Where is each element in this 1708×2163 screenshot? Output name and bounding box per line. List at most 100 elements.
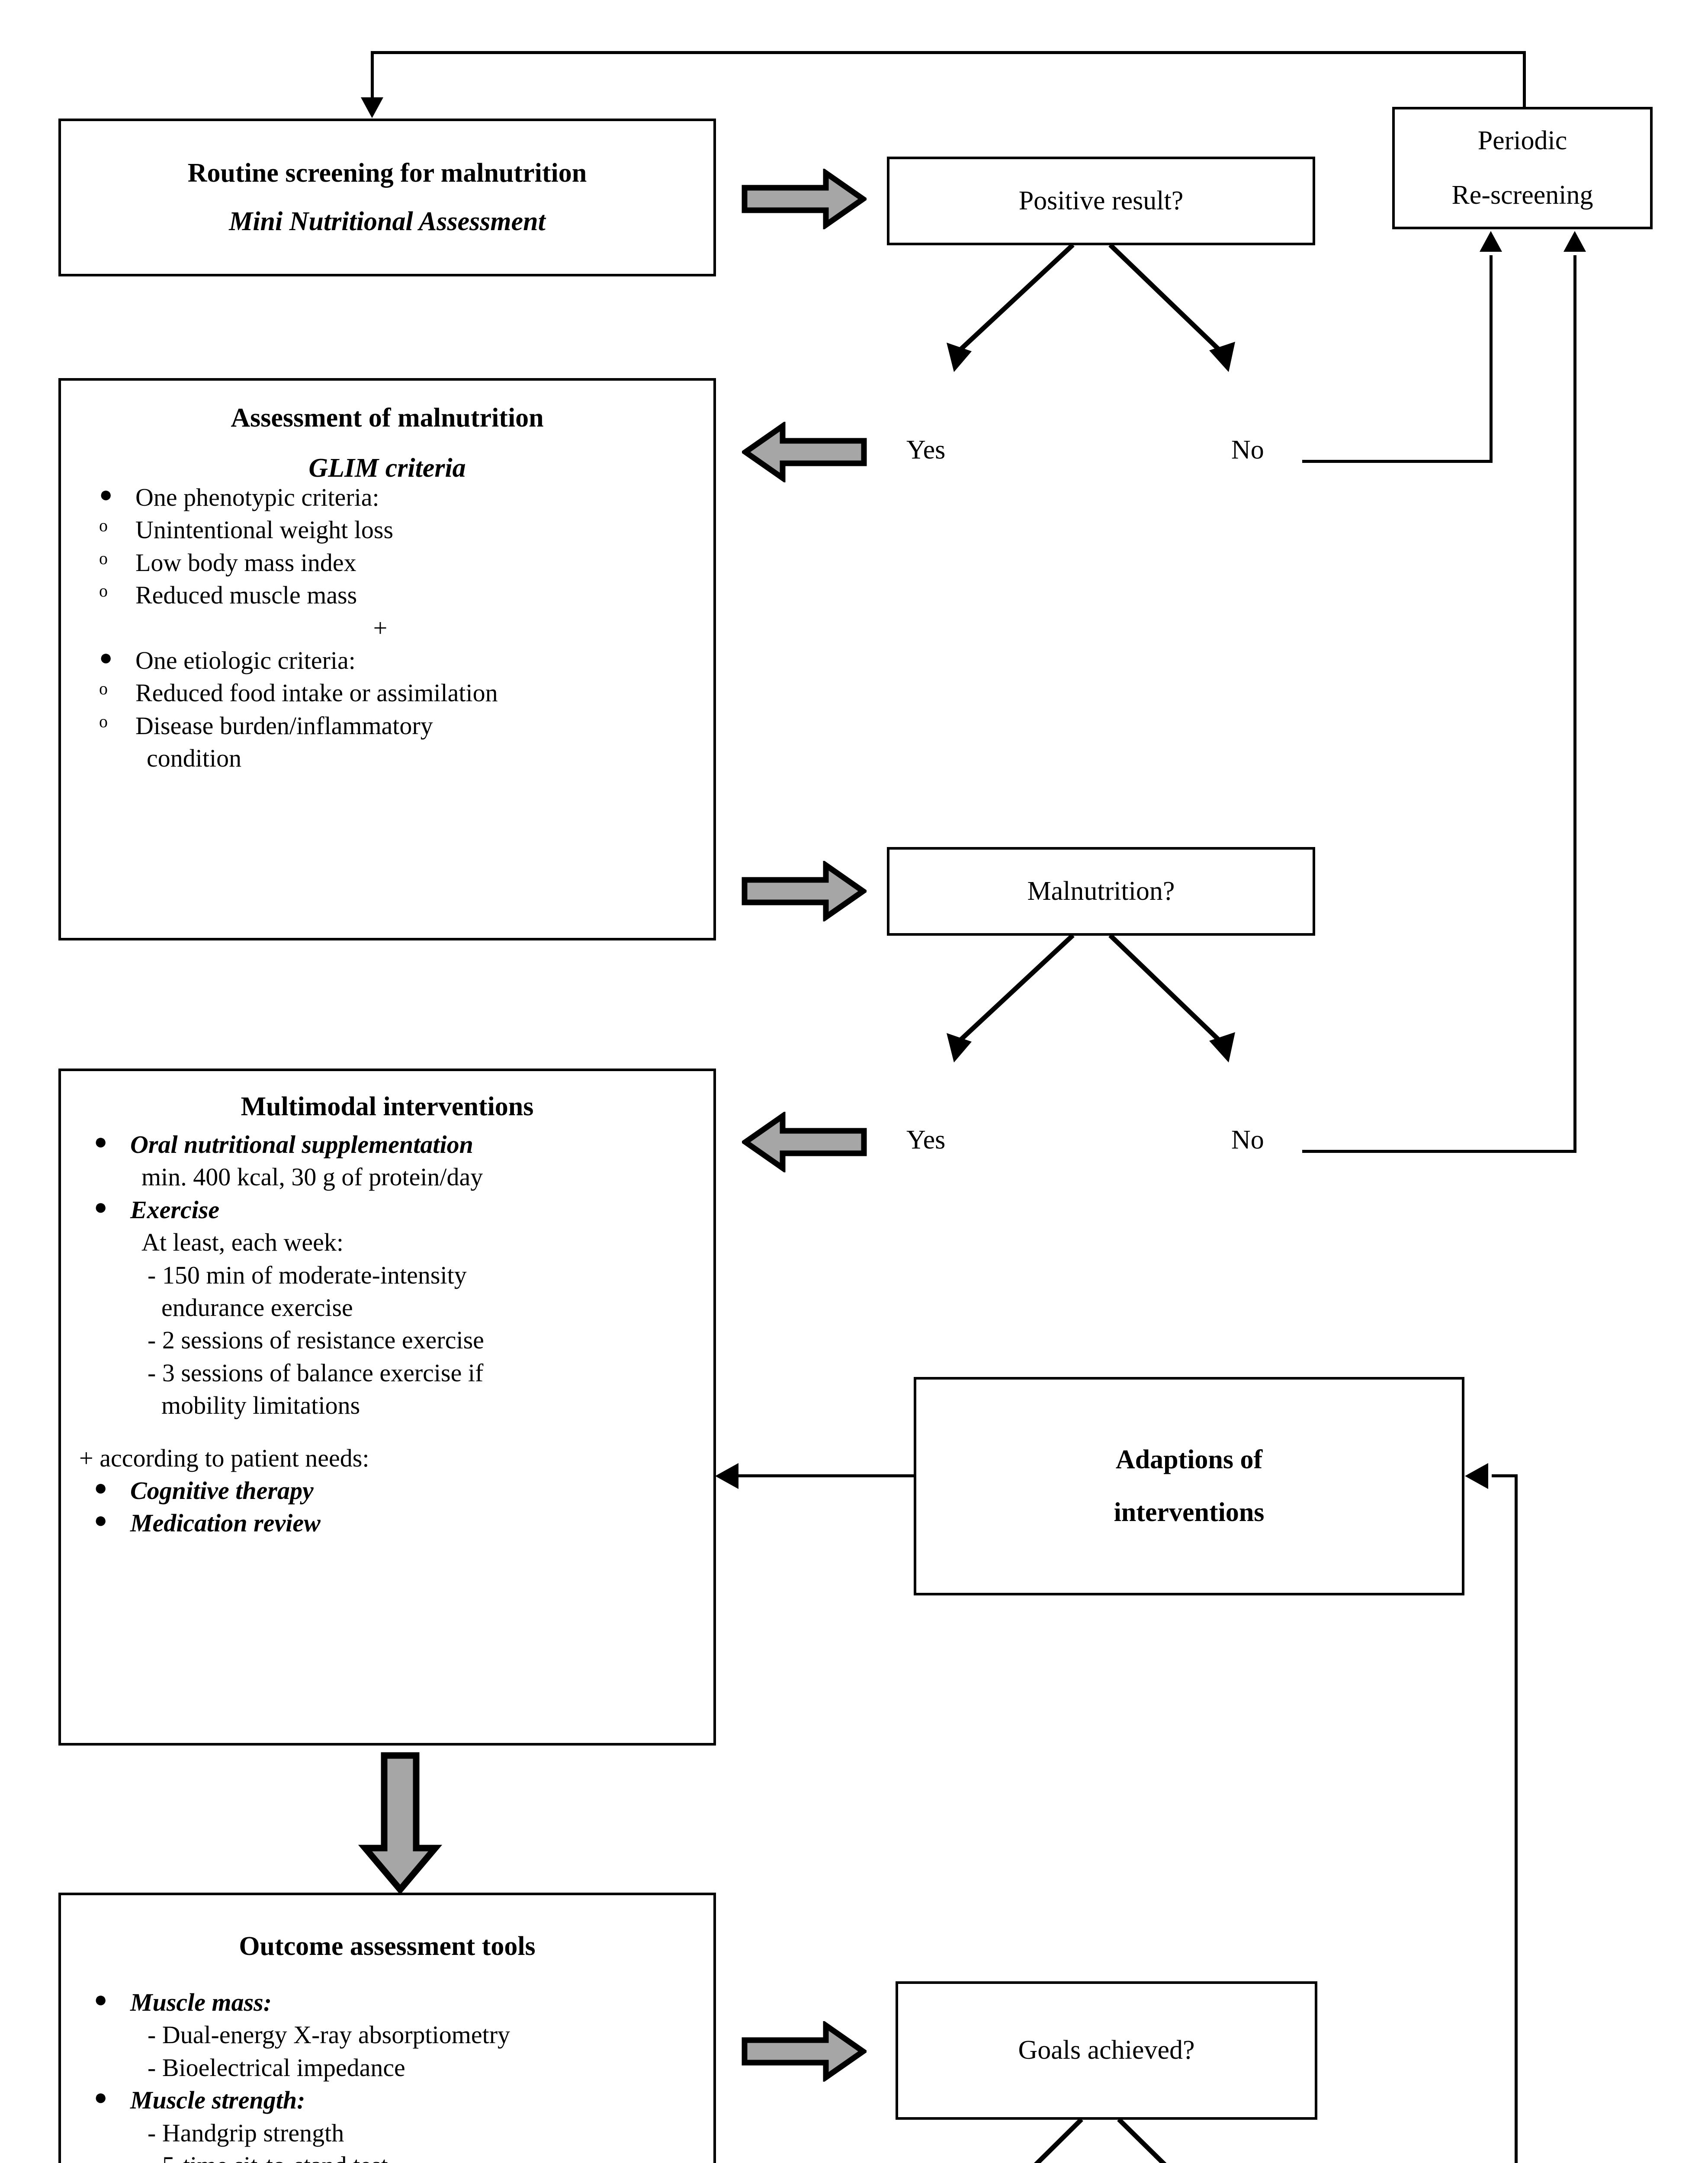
list-item-label: mobility limitations (161, 1391, 360, 1420)
periodic-inbound-right-vertical-line (1573, 255, 1576, 1153)
gray-arrow-interventions-to-outcome-icon (358, 1752, 443, 1895)
box-periodic-rescreening: Periodic Re-screening (1392, 107, 1653, 229)
list-item: ● One phenotypic criteria: (99, 481, 703, 513)
list-item: + (135, 612, 703, 644)
list-item: - 2 sessions of resistance exercise (130, 1324, 706, 1356)
list-item-label: One phenotypic criteria: (135, 483, 379, 511)
screening-subtitle: Mini Nutritional Assessment (229, 206, 546, 236)
periodic-inbound-arrowhead-left-icon (1480, 231, 1502, 252)
positive-result-label: Positive result? (1018, 186, 1184, 215)
list-item-label: Oral nutritional supplementation (130, 1130, 473, 1159)
list-item: ●Cognitive therapy (94, 1474, 706, 1507)
adaptions-to-interventions-line (738, 1474, 915, 1477)
box-multimodal-interventions: Multimodal interventions ● Oral nutrition… (58, 1069, 716, 1746)
box-outcome-assessment-tools: Outcome assessment tools ● Muscle mass: - … (58, 1893, 716, 2163)
malnutrition-branch-arrows (947, 933, 1235, 1062)
list-item-label: Low body mass index (135, 548, 356, 577)
goals-no-into-adaptions-line (1492, 1474, 1518, 1477)
list-item: + according to patient needs: (79, 1442, 706, 1474)
positive-result-branch-arrows (947, 243, 1235, 372)
gray-arrow-assessment-to-malnutrition-icon (742, 861, 867, 921)
gray-arrow-outcome-to-goals-icon (742, 2021, 867, 2082)
list-item: ● Medication review (94, 1507, 706, 1539)
bullet-icon: ● (94, 1987, 108, 2012)
assessment-title: Assessment of malnutrition (231, 403, 544, 433)
outcome-title: Outcome assessment tools (239, 1932, 536, 1961)
list-item: - 3 sessions of balance exercise if (130, 1357, 706, 1389)
bullet-icon: ● (94, 1508, 108, 1533)
gray-arrow-screening-to-positive-icon (742, 169, 867, 229)
list-item: min. 400 kcal, 30 g of protein/day (130, 1161, 706, 1193)
bullet-icon: ● (99, 482, 113, 507)
list-item-label: Medication review (130, 1509, 321, 1537)
screening-no-vertical-line (1490, 255, 1493, 463)
top-loop-horizontal-line (371, 51, 1526, 54)
top-loop-right-vertical-line (1523, 51, 1526, 108)
list-item-label: - 3 sessions of balance exercise if (148, 1358, 484, 1387)
list-item: ●One etiologic criteria: (99, 644, 703, 677)
hollow-bullet-icon: o (99, 581, 108, 601)
list-item: ● Muscle strength: (94, 2084, 706, 2116)
box-goals-achieved: Goals achieved? (896, 1981, 1317, 2120)
list-item: mobility limitations (130, 1389, 706, 1422)
list-item: At least, each week: (130, 1226, 706, 1258)
list-item: ● Muscle mass: (94, 1986, 706, 2019)
list-item: - 5-time sit-to-stand test (130, 2149, 706, 2163)
list-item-label: At least, each week: (141, 1228, 344, 1257)
periodic-line-2: Re-screening (1451, 180, 1593, 210)
periodic-inbound-arrowhead-right-icon (1564, 231, 1586, 252)
hollow-bullet-icon: o (99, 711, 108, 731)
goals-branch-arrows (1034, 2118, 1167, 2163)
bullet-icon: ● (99, 645, 113, 670)
screening-no-horizontal-line (1302, 460, 1493, 463)
list-item: endurance exercise (130, 1291, 706, 1324)
hollow-bullet-icon: o (99, 516, 108, 536)
bullet-icon: ● (94, 2085, 108, 2110)
list-item-label: endurance exercise (161, 1293, 353, 1322)
gray-arrow-to-interventions-icon (742, 1112, 867, 1172)
list-item-label: Exercise (130, 1195, 220, 1224)
adaptions-line-1: Adaptions of (1115, 1445, 1263, 1474)
list-item: condition (135, 742, 703, 774)
label-malnutrition-yes: Yes (906, 1125, 946, 1155)
interventions-inbound-arrowhead-icon (715, 1463, 738, 1489)
list-item-label: - Handgrip strength (148, 2118, 344, 2147)
list-item-label: + (373, 613, 388, 642)
outer-loop-right-trunk (1515, 1474, 1518, 2163)
label-screening-yes: Yes (906, 435, 946, 465)
list-item-label: - Bioelectrical impedance (148, 2053, 405, 2082)
list-item: - 150 min of moderate-intensity (130, 1259, 706, 1291)
screening-inbound-arrowhead-icon (361, 97, 383, 118)
list-item-label: condition (147, 744, 242, 773)
list-item-label: - 150 min of moderate-intensity (148, 1261, 467, 1289)
list-item: - Handgrip strength (130, 2117, 706, 2149)
list-item-label: Muscle strength: (130, 2086, 305, 2115)
list-item-label: Reduced food intake or assimilation (135, 679, 498, 707)
top-loop-down-to-screening (371, 51, 374, 99)
adaptions-inbound-arrowhead-icon (1465, 1463, 1488, 1489)
bullet-icon: ● (94, 1194, 108, 1219)
list-item-label: - 5-time sit-to-stand test (148, 2151, 388, 2163)
list-item: ● Exercise (94, 1194, 706, 1226)
box-malnutrition-decision: Malnutrition? (887, 847, 1315, 936)
label-malnutrition-no: No (1231, 1125, 1264, 1155)
list-item-label: Muscle mass: (130, 1988, 272, 2016)
list-item: - Bioelectrical impedance (130, 2051, 706, 2084)
periodic-line-1: Periodic (1477, 125, 1567, 155)
list-item-label: min. 400 kcal, 30 g of protein/day (141, 1163, 483, 1191)
list-item-label: + according to patient needs: (79, 1444, 369, 1472)
malnutrition-no-horizontal-line (1302, 1150, 1576, 1153)
list-item (130, 1422, 706, 1442)
interventions-title: Multimodal interventions (241, 1092, 534, 1121)
list-item-label: Cognitive therapy (130, 1476, 314, 1505)
list-item: - Dual-energy X-ray absorptiometry (130, 2019, 706, 2051)
box-positive-result: Positive result? (887, 157, 1315, 245)
label-screening-no: No (1231, 435, 1264, 465)
